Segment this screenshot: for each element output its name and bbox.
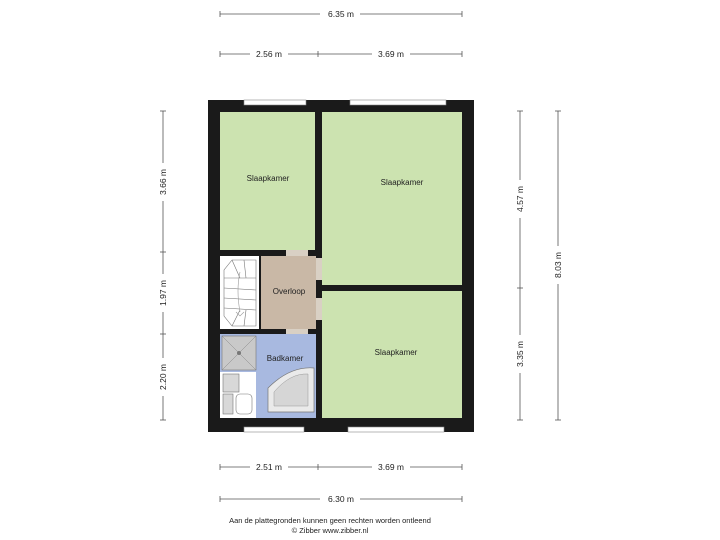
staircase — [223, 259, 257, 327]
dimension-left-top-label: 3.66 m — [158, 169, 168, 195]
disclaimer-text: Aan de plattegronden kunnen geen rechten… — [229, 516, 431, 525]
dimension-top-left: 2.56 m — [219, 48, 319, 60]
dimension-left-middle-label: 1.97 m — [158, 280, 168, 306]
dimension-top-right: 3.69 m — [318, 48, 463, 60]
door-bedroom-top-left — [286, 250, 308, 256]
toilet — [222, 393, 253, 415]
dimension-right-top-label: 4.57 m — [515, 186, 525, 212]
dimension-bottom-left: 2.51 m — [219, 461, 319, 473]
door-bedroom-top-right — [316, 258, 322, 280]
dimension-right-inner: 4.57 m 3.35 m — [514, 110, 526, 421]
room-label-bedroom-bottom-right: Slaapkamer — [375, 348, 418, 357]
sink — [222, 373, 240, 393]
dimension-left: 3.66 m 1.97 m 2.20 m — [157, 110, 169, 421]
room-bedroom-bottom-right — [322, 291, 462, 418]
dimension-top-total: 6.35 m — [219, 8, 463, 20]
window-bottom-right — [347, 426, 445, 433]
window-top-right — [349, 99, 447, 106]
dimension-bottom-total-label: 6.30 m — [328, 494, 354, 504]
room-label-landing: Overloop — [273, 287, 306, 296]
dimension-top-right-label: 3.69 m — [378, 49, 404, 59]
door-bedroom-bottom-right — [316, 298, 322, 320]
dimension-left-bottom-label: 2.20 m — [158, 364, 168, 390]
room-label-bathroom: Badkamer — [267, 354, 304, 363]
dimension-top-left-label: 2.56 m — [256, 49, 282, 59]
dimension-right-bottom-label: 3.35 m — [515, 341, 525, 367]
room-bedroom-top-right — [322, 112, 462, 285]
dimension-bottom-right-label: 3.69 m — [378, 462, 404, 472]
dimension-bottom-total: 6.30 m — [219, 493, 463, 505]
bathtub — [267, 367, 315, 413]
dimension-bottom-left-label: 2.51 m — [256, 462, 282, 472]
room-label-bedroom-top-right: Slaapkamer — [381, 178, 424, 187]
door-bathroom — [286, 329, 308, 334]
shower — [221, 335, 257, 371]
copyright-text: © Zibber www.zibber.nl — [291, 526, 369, 535]
dimension-top-total-label: 6.35 m — [328, 9, 354, 19]
room-label-bedroom-top-left: Slaapkamer — [247, 174, 290, 183]
room-landing — [261, 256, 316, 329]
room-bedroom-top-left — [220, 112, 315, 250]
window-bottom-left — [243, 426, 305, 433]
dimension-right-total-label: 8.03 m — [553, 252, 563, 278]
dimension-right-total: 8.03 m — [552, 110, 564, 421]
window-top-left — [243, 99, 307, 106]
dimension-bottom-right: 3.69 m — [318, 461, 463, 473]
